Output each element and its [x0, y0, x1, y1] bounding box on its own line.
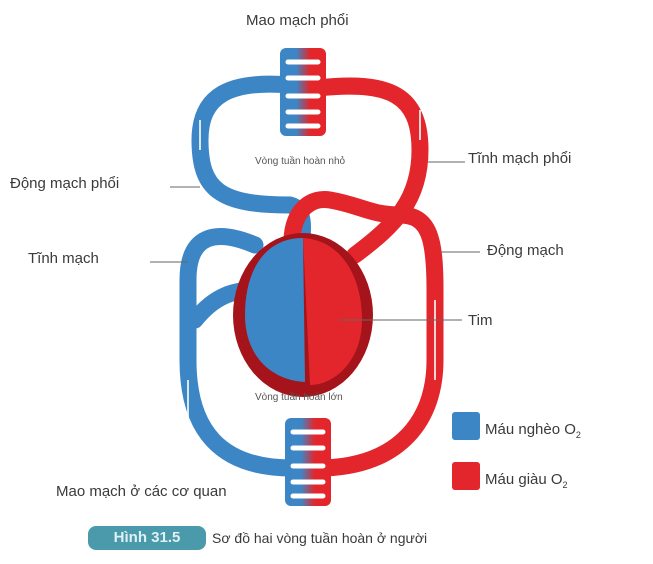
label-artery: Động mạch — [487, 242, 564, 259]
figure-number-badge: Hình 31.5 — [88, 526, 206, 550]
label-organ-capillaries: Mao mạch ở các cơ quan — [56, 483, 227, 500]
figure-caption: Sơ đồ hai vòng tuần hoàn ở người — [212, 530, 428, 546]
organ-capillaries-graphic — [285, 418, 331, 506]
pulmonary-capillaries-graphic — [280, 48, 326, 136]
legend-oxygen-poor: Máu nghèo O2 — [485, 421, 581, 440]
legend-swatch-oxygen-poor — [452, 412, 480, 440]
legend-subscript: 2 — [562, 480, 568, 490]
legend-subscript: 2 — [575, 430, 581, 440]
label-heart: Tim — [468, 312, 493, 329]
legend-label: Máu nghèo O — [485, 421, 576, 438]
legend-label: Máu giàu O — [485, 471, 563, 488]
heart — [233, 233, 373, 397]
label-pulmonary-capillaries: Mao mạch phổi — [246, 12, 349, 29]
legend-swatch-oxygen-rich — [452, 462, 480, 490]
aorta-vessel — [283, 191, 444, 477]
label-systemic-circulation: Vòng tuần hoàn lớn — [255, 392, 343, 403]
pulmonary-vein-vessel — [309, 77, 429, 264]
vena-cava-vessel — [179, 228, 301, 477]
label-pulmonary-vein: Tĩnh mạch phổi — [468, 150, 572, 167]
legend-oxygen-rich: Máu giàu O2 — [485, 471, 568, 490]
label-pulmonary-circulation: Vòng tuần hoàn nhỏ — [255, 156, 346, 167]
label-pulmonary-artery: Động mạch phổi — [10, 175, 120, 192]
label-vein: Tĩnh mạch — [28, 250, 99, 267]
